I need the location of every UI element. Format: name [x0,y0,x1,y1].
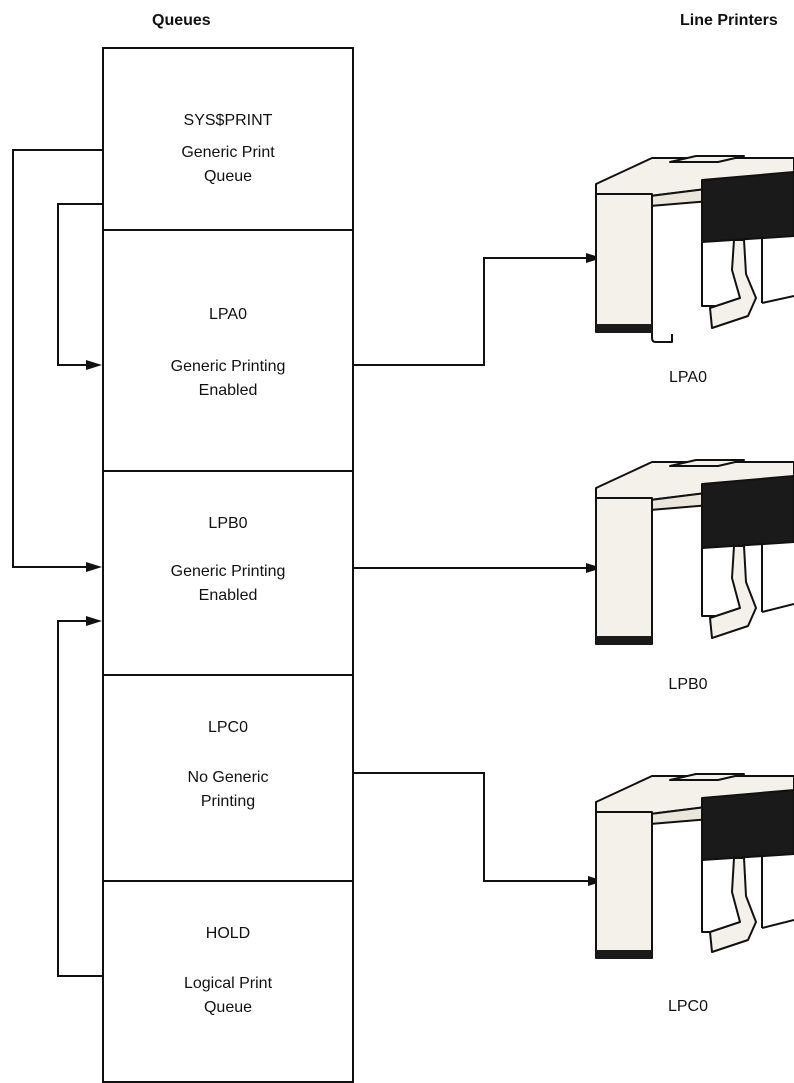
line-printer-icon [595,773,794,959]
printer-label-lpb0: LPB0 [668,676,708,693]
queue-description: No Generic Printing [187,769,269,810]
queue-description: Generic Printing Enabled [170,563,286,604]
queues-header: Queues [152,12,211,29]
queue-sys-print: SYS$PRINT Generic Print Queue [102,47,354,231]
queue-lpb0: LPB0 Generic Printing Enabled [102,470,354,676]
connector-hold-to-lpb0 [57,620,102,977]
printer-label-lpc0: LPC0 [667,998,709,1015]
queue-name: HOLD [205,925,251,942]
line-printer-icon [595,459,794,645]
printer-label-lpa0: LPA0 [669,369,707,386]
connector-sysprint-to-lpb0 [12,149,102,568]
queue-lpa0: LPA0 Generic Printing Enabled [102,229,354,472]
queue-name: LPA0 [209,306,247,323]
queue-description: Generic Printing Enabled [170,358,286,399]
queue-name: LPB0 [208,515,248,532]
queue-name: SYS$PRINT [183,112,273,129]
arrowhead [86,616,102,626]
queue-description: Logical Print Queue [183,975,273,1016]
connector-lpc0-to-printer [354,772,592,882]
connector-lpa0-to-printer [354,257,590,366]
arrowhead [586,253,602,263]
connector-sysprint-to-lpa0 [57,203,102,366]
arrowhead [586,563,602,573]
arrowhead [86,360,102,370]
arrowhead [86,562,102,572]
line-printer-icon [595,155,794,343]
line-printers-header: Line Printers [680,12,778,29]
queue-name: LPC0 [207,719,249,736]
queue-lpc0: LPC0 No Generic Printing [102,674,354,882]
queue-hold: HOLD Logical Print Queue [102,880,354,1083]
queue-description: Generic Print Queue [181,144,275,185]
